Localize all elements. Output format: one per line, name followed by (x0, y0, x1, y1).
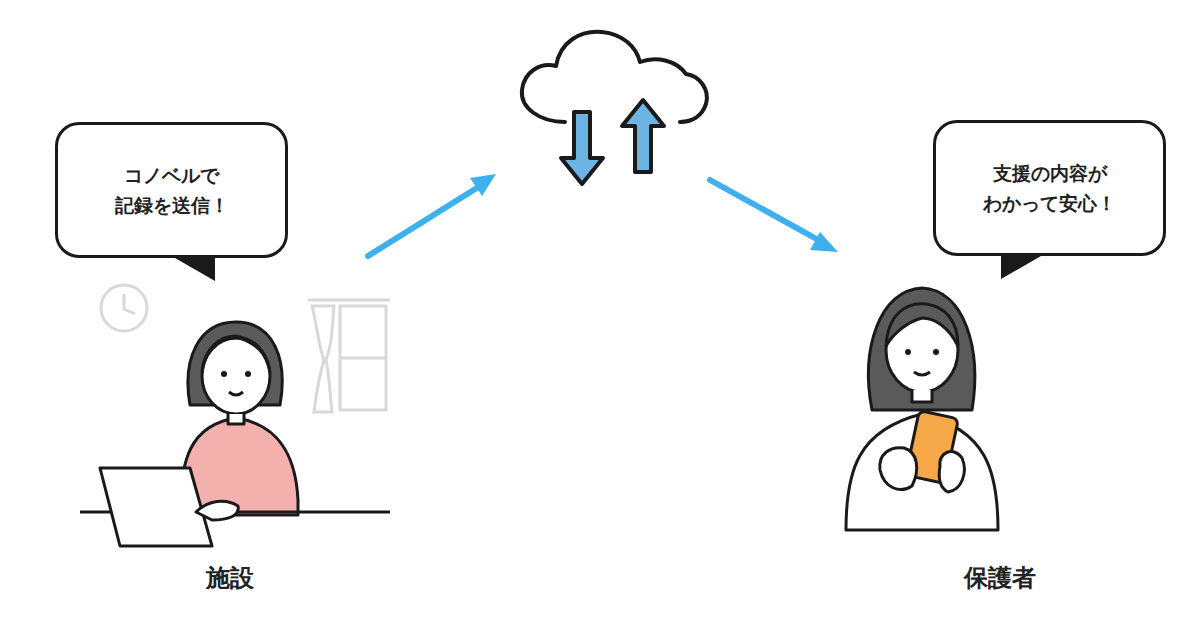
figure-label: 施設 (206, 562, 254, 594)
bubble-text: コノベルで 記録を送信！ (97, 160, 247, 221)
bubble-tail (175, 255, 235, 285)
window-icon (308, 300, 390, 412)
bubble-tail-shape (1001, 256, 1041, 279)
bubble-tail (1001, 253, 1061, 283)
arrow-head (470, 174, 496, 196)
flow-arrow (368, 180, 822, 256)
staff-figure (80, 322, 390, 546)
parent-figure (846, 288, 998, 530)
bubble-tail-shape (175, 258, 215, 281)
cloud-icon (522, 32, 707, 184)
figure-label: 保護者 (964, 562, 1036, 594)
bubble-text: 支援の内容が わかって安心！ (975, 158, 1125, 219)
speech-bubble: コノベルで 記録を送信！ (55, 122, 288, 258)
arrow-head (810, 232, 838, 252)
clock-icon (101, 285, 147, 331)
speech-bubble: 支援の内容が わかって安心！ (933, 120, 1166, 256)
